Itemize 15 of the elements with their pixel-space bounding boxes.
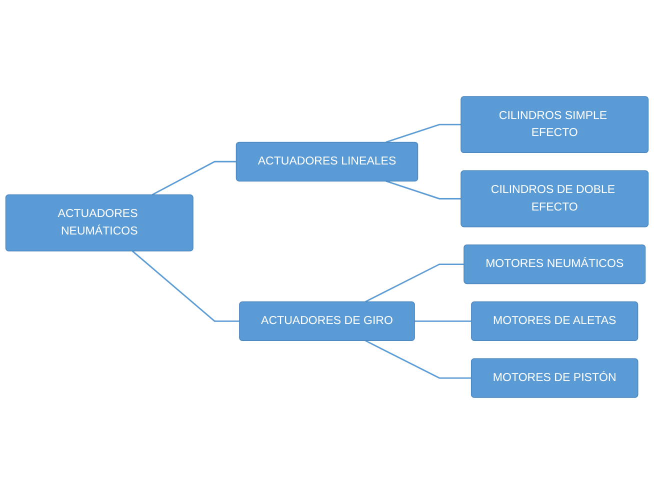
connector: [386, 124, 461, 143]
node-box: MOTORES DE ALETAS: [471, 301, 638, 341]
connector: [132, 250, 240, 322]
connector: [386, 180, 461, 200]
connector: [365, 264, 464, 302]
connector: [414, 320, 472, 322]
connector: [365, 340, 472, 379]
node-box: MOTORES DE PISTÓN: [470, 358, 638, 398]
node-box: ACTUADORES NEUMÁTICOS: [5, 194, 194, 252]
node-box: MOTORES NEUMÁTICOS: [464, 244, 646, 284]
node-box: ACTUADORES LINEALES: [236, 142, 418, 182]
node-box: CILINDROS SIMPLE EFECTO: [460, 96, 649, 154]
connector: [152, 160, 236, 196]
node-box: CILINDROS DE DOBLE EFECTO: [460, 170, 649, 228]
node-box: ACTUADORES DE GIRO: [239, 301, 415, 341]
